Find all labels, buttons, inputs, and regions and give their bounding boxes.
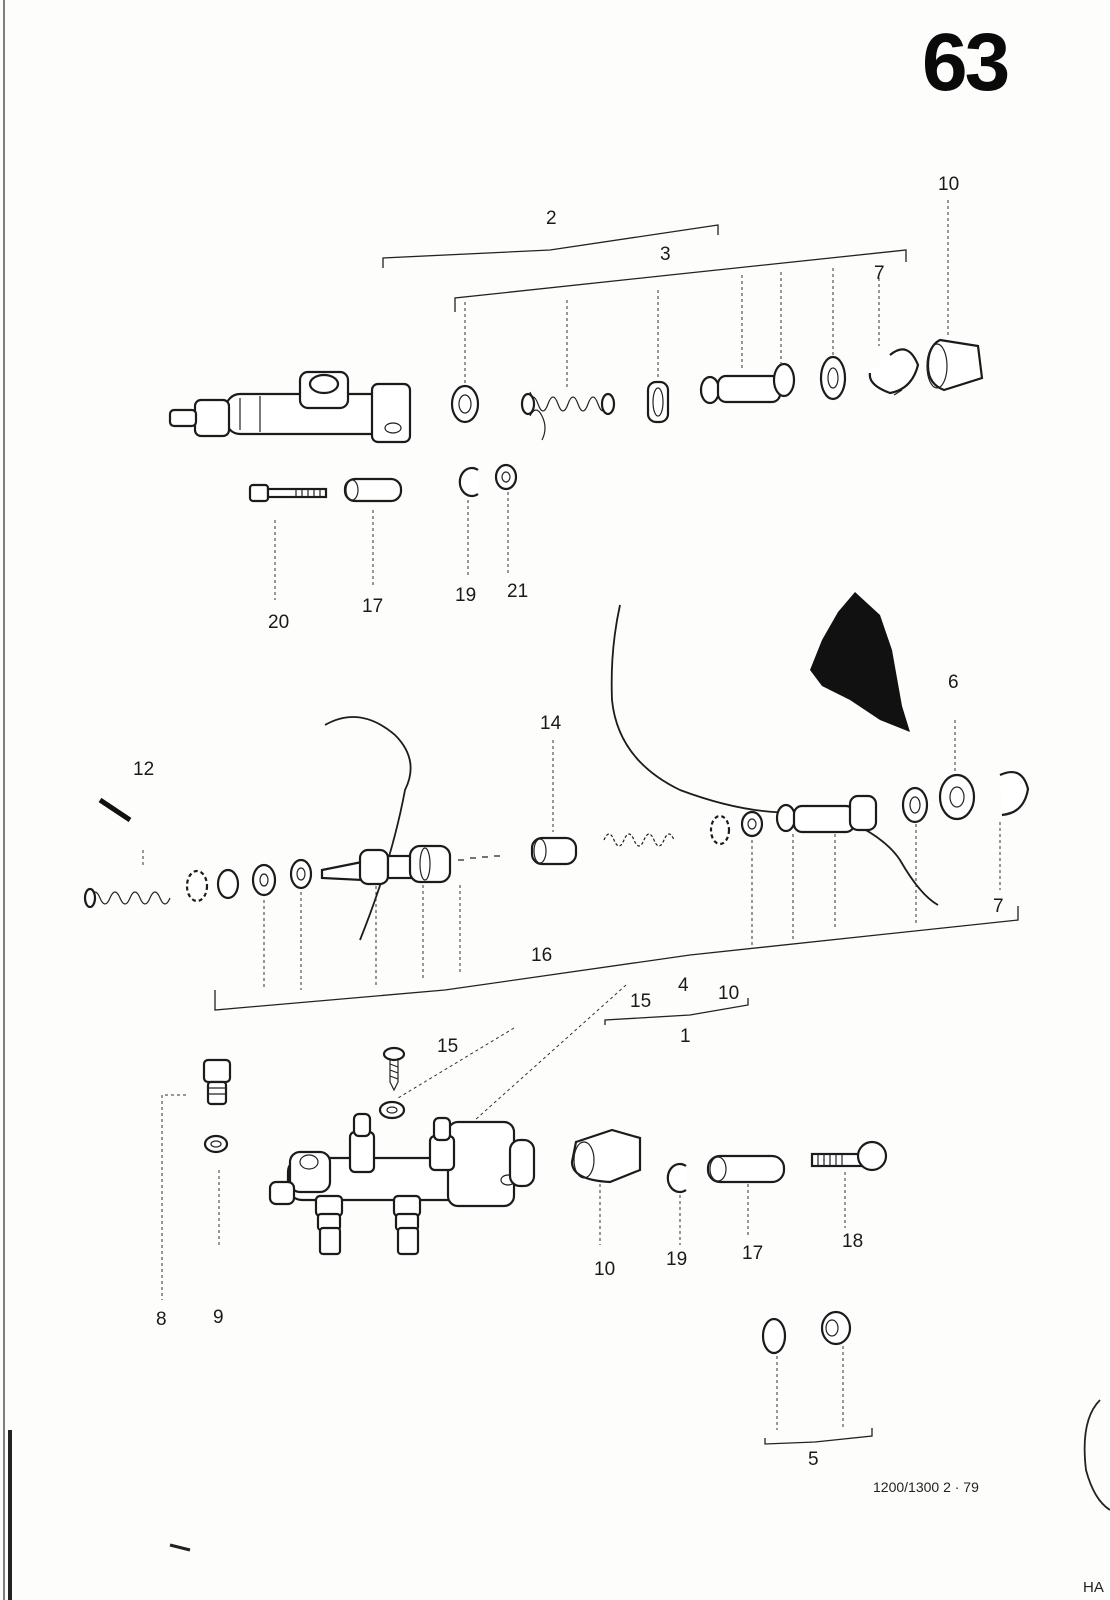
dotted-axis	[458, 855, 500, 861]
union-8	[202, 1058, 232, 1106]
mid-circlip	[999, 771, 1030, 817]
washer-9	[203, 1134, 229, 1154]
part-label-19-bottom: 19	[666, 1249, 688, 1270]
primary-cup	[646, 380, 670, 424]
mid-piston-a	[320, 844, 452, 886]
part-label-7-mid: 7	[993, 896, 1004, 917]
bracket-1	[604, 998, 749, 1025]
part-label-15-bottom: 15	[437, 1036, 459, 1057]
stray-wire-left	[324, 716, 412, 941]
top-boot	[926, 338, 984, 392]
part-label-7-top: 7	[874, 263, 885, 284]
part-label-9: 9	[213, 1307, 224, 1328]
ink-blot	[810, 592, 910, 732]
washer-6	[938, 773, 976, 821]
part-label-3: 3	[660, 244, 671, 265]
secondary-cup	[819, 355, 847, 401]
mid-spring-b	[603, 814, 731, 847]
top-spring	[520, 391, 616, 441]
mid-spring	[83, 887, 171, 909]
part-label-14: 14	[540, 713, 562, 734]
part-label-2: 2	[546, 208, 557, 229]
bolt-20	[248, 483, 328, 503]
plug-5	[820, 1310, 852, 1346]
sleeve-17-top	[343, 477, 403, 503]
edge-text: HA	[1083, 1579, 1104, 1596]
part-label-15-mid: 15	[630, 991, 652, 1012]
mid-seat	[185, 868, 240, 903]
stray-mark	[98, 797, 132, 823]
part-label-4: 4	[678, 975, 689, 996]
mid-cup-a	[251, 863, 277, 897]
washer-16	[378, 1100, 406, 1120]
clip-19-bottom	[666, 1162, 687, 1194]
stray-mark-bottom	[169, 1543, 191, 1552]
top-circlip	[868, 348, 920, 396]
stray-wire-right	[610, 604, 939, 906]
part-label-6: 6	[948, 672, 959, 693]
bracket-4	[214, 906, 1019, 1011]
part-label-8: 8	[156, 1309, 167, 1330]
mid-piston-b	[775, 794, 878, 834]
part-label-1: 1	[680, 1026, 691, 1047]
master-cylinder-tandem	[268, 1112, 536, 1256]
screw-15	[382, 1046, 406, 1092]
catalog-footer: 1200/1300 2 · 79	[873, 1479, 979, 1495]
part-label-16: 16	[531, 945, 553, 966]
part-label-5: 5	[808, 1449, 819, 1470]
part-label-10-bottom: 10	[594, 1259, 616, 1280]
piston	[699, 362, 796, 405]
bracket-2	[382, 224, 719, 268]
part-label-10-mid: 10	[718, 983, 740, 1004]
mid-cup-c	[901, 786, 929, 824]
sleeve-17-bottom	[706, 1154, 786, 1184]
bolt-18	[810, 1140, 888, 1172]
edge-fragment	[1083, 1399, 1110, 1511]
stop-sleeve-14	[530, 836, 578, 866]
piston-stop-cup	[450, 384, 480, 424]
o-ring-5	[761, 1317, 787, 1355]
part-label-12: 12	[133, 759, 155, 780]
page-number: 63	[922, 17, 1010, 108]
mid-washer	[289, 858, 313, 890]
bracket-5	[764, 1428, 873, 1445]
part-label-17-bottom: 17	[742, 1243, 764, 1264]
part-label-21: 21	[507, 581, 529, 602]
master-cylinder-single	[168, 370, 412, 444]
part-label-18: 18	[842, 1231, 864, 1252]
part-label-19-top: 19	[455, 585, 477, 606]
part-label-17-top: 17	[362, 596, 384, 617]
clip-19-top	[458, 466, 479, 498]
bracket-3	[454, 249, 907, 312]
mid-cup-b	[740, 810, 764, 838]
part-label-10-top: 10	[938, 174, 960, 195]
part-label-20: 20	[268, 612, 290, 633]
bottom-boot	[570, 1128, 642, 1184]
nut-21	[494, 463, 518, 491]
